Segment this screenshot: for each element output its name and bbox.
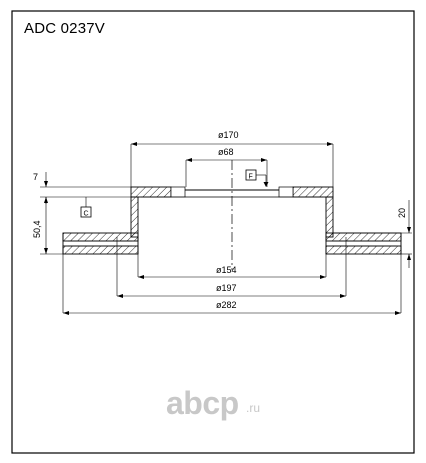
dim-label-d282: ø282	[216, 300, 237, 310]
dimension-d68: ø68	[185, 147, 268, 187]
watermark-domain: .ru	[246, 401, 260, 415]
part-code: ADC 0237V	[24, 20, 106, 37]
dimension-d282: ø282	[62, 254, 402, 315]
disc-section	[62, 160, 402, 270]
dimension-h7: 7	[33, 172, 131, 204]
dim-label-h7: 7	[33, 172, 38, 182]
dimension-h20: 20	[333, 200, 412, 268]
dimension-d154: ø154	[137, 254, 327, 279]
datum-tag-c: C	[80, 197, 92, 218]
dim-label-h50: 50,4	[32, 220, 42, 238]
datum-tag-f: F	[245, 169, 269, 187]
dimension-d170: ø170	[130, 130, 334, 187]
datum-label-c: C	[84, 211, 89, 218]
dim-label-d170: ø170	[218, 130, 239, 140]
datum-label-f: F	[249, 174, 253, 181]
dim-label-d68: ø68	[218, 147, 234, 157]
dim-label-d197: ø197	[216, 283, 237, 293]
drawing-frame	[11, 10, 415, 454]
watermark-brand: abcp	[166, 385, 239, 421]
dim-label-h20: 20	[397, 208, 407, 218]
dim-label-d154: ø154	[216, 265, 237, 275]
dimension-d197: ø197	[116, 237, 347, 298]
dimension-h50: 50,4	[32, 197, 63, 255]
watermark-logo: abcp .ru	[166, 385, 260, 421]
